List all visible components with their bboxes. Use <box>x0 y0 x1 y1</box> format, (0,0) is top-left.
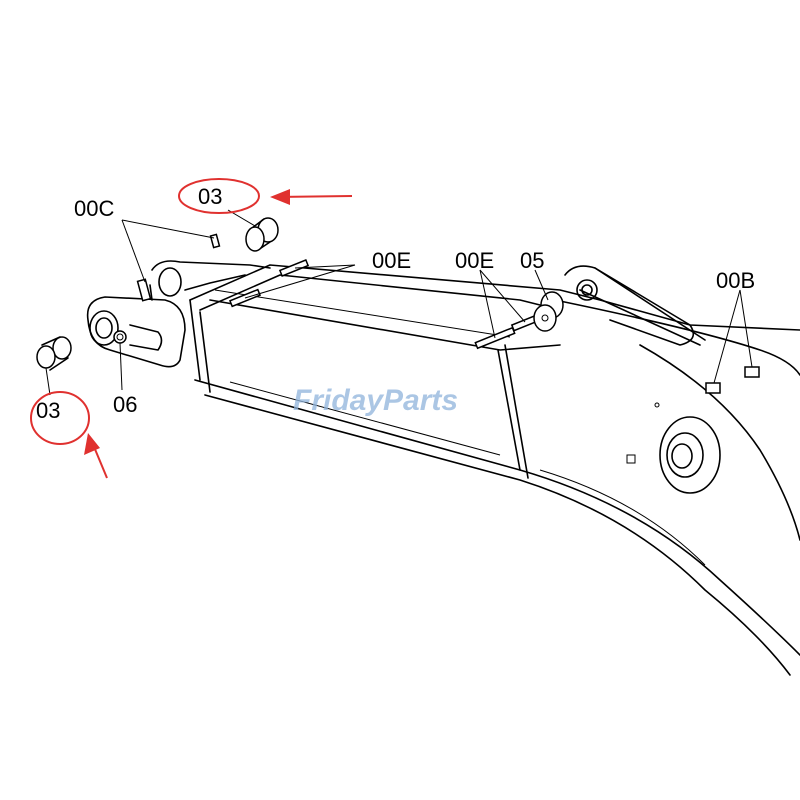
label-03-top: 03 <box>198 184 222 209</box>
boom-body <box>189 264 800 676</box>
red-arrow-top <box>270 189 290 205</box>
small-parts <box>36 217 760 394</box>
watermark-friday: Friday <box>293 384 384 417</box>
watermark: FridayParts <box>293 384 458 417</box>
watermark-parts: Parts <box>383 384 458 417</box>
plate-00E-a <box>278 258 310 278</box>
fitting-00C-a <box>136 278 152 302</box>
highlight-circle-top <box>178 178 260 214</box>
label-00C: 00C <box>74 196 114 221</box>
red-arrow-left <box>84 433 100 455</box>
fitting-00C-b <box>209 233 221 249</box>
pin-05 <box>533 291 564 332</box>
arm-mount-lug <box>86 260 271 368</box>
label-00E-right: 00E <box>455 248 494 273</box>
label-03-left: 03 <box>36 398 60 423</box>
bolt-06 <box>113 330 127 344</box>
bushing-03-left <box>36 336 72 371</box>
highlight-marks <box>30 178 353 479</box>
label-00B: 00B <box>716 268 755 293</box>
clip-00B-a <box>705 382 721 394</box>
leader-lines <box>45 209 753 396</box>
highlight-circle-left <box>30 391 90 445</box>
label-00E-mid: 00E <box>372 248 411 273</box>
label-05: 05 <box>520 248 544 273</box>
bushing-03-top <box>245 217 279 252</box>
label-06: 06 <box>113 392 137 417</box>
clip-00B-b <box>744 366 760 378</box>
